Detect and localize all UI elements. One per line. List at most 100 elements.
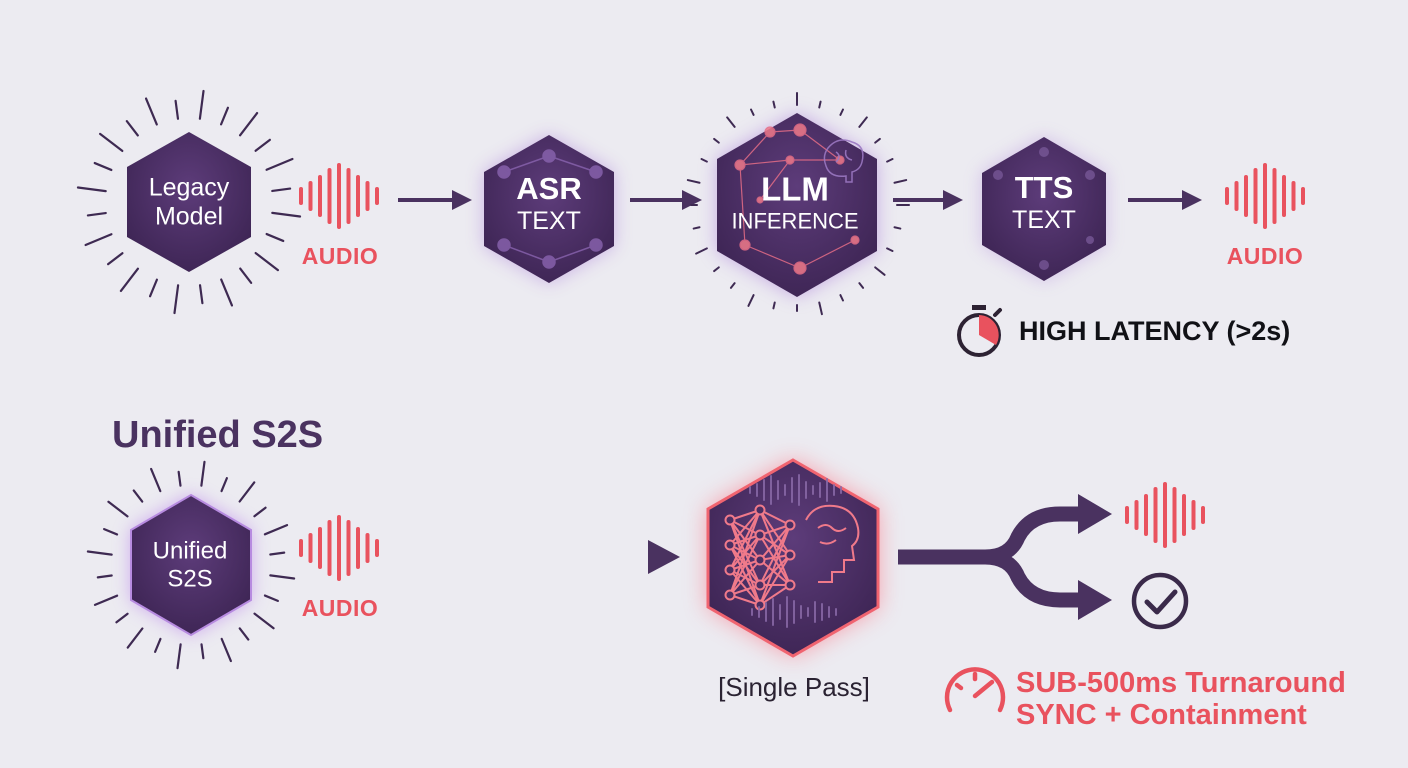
- ray: [858, 116, 868, 128]
- ray: [200, 643, 205, 660]
- ray: [220, 278, 234, 307]
- net-edge: [729, 534, 761, 596]
- ray: [874, 266, 886, 276]
- ray: [886, 158, 894, 163]
- tts-line2: TEXT: [1012, 205, 1076, 234]
- ray: [126, 627, 144, 649]
- ray: [173, 284, 180, 315]
- net-edge: [759, 509, 791, 556]
- input-audio-label: AUDIO: [301, 243, 379, 269]
- ray: [98, 132, 124, 153]
- net-node: [754, 504, 766, 516]
- brain-icon: [823, 139, 864, 183]
- single-pass-label: [Single Pass]: [718, 672, 870, 702]
- net-edge: [759, 554, 791, 606]
- ray: [893, 226, 902, 230]
- ray: [265, 157, 294, 171]
- ray: [200, 460, 206, 487]
- net-node: [754, 529, 766, 541]
- ray: [84, 233, 113, 247]
- ray: [253, 506, 267, 518]
- ray: [700, 158, 708, 163]
- ray: [239, 267, 253, 284]
- ray: [263, 524, 289, 536]
- legacy-rays: [76, 89, 302, 315]
- legacy-model-line1: Legacy: [148, 173, 230, 202]
- net-edge: [729, 519, 761, 606]
- net-edge: [759, 509, 791, 586]
- ray: [219, 106, 230, 126]
- result-line2: SYNC + Containment: [1016, 699, 1307, 731]
- ray: [96, 574, 113, 579]
- net-node: [784, 579, 796, 591]
- ray: [238, 481, 256, 503]
- ray: [818, 301, 823, 316]
- ray: [238, 627, 250, 641]
- net-node: [754, 554, 766, 566]
- net-node: [724, 539, 736, 551]
- net-edge: [759, 524, 791, 586]
- legacy-model-line2: Model: [154, 202, 224, 230]
- ray: [176, 643, 182, 670]
- llm-rays: [686, 92, 910, 316]
- ray: [150, 467, 162, 493]
- ray: [254, 138, 271, 152]
- net-edge: [759, 534, 791, 586]
- unified-model-hexagon: [130, 493, 252, 637]
- output-audio-wave-icon-2: [1125, 482, 1205, 548]
- fork-arrows: [898, 506, 1080, 608]
- ray: [132, 489, 144, 503]
- ray: [858, 282, 865, 289]
- asr-label: ASR TEXT: [516, 171, 581, 235]
- ray: [874, 137, 881, 144]
- output-audio-wave-icon: [1225, 163, 1305, 229]
- unified-rays: [86, 460, 296, 670]
- ray: [76, 186, 107, 193]
- ray: [86, 550, 113, 556]
- net-edge: [729, 509, 761, 596]
- unified-model-label: Unified S2S: [153, 537, 228, 592]
- net-node: [724, 564, 736, 576]
- unified-audio-label: AUDIO: [301, 595, 379, 621]
- ray: [818, 100, 822, 109]
- ray: [154, 637, 162, 653]
- pipeline-arrows: [398, 190, 1202, 210]
- ray: [103, 528, 119, 536]
- llm-label: LLM INFERENCE: [731, 170, 858, 233]
- net-edge: [759, 524, 791, 561]
- net-edge: [759, 559, 791, 586]
- asr-line1: ASR: [516, 170, 582, 206]
- net-edge: [729, 559, 761, 596]
- net-edge: [729, 544, 761, 606]
- ray: [253, 612, 275, 630]
- net-node: [784, 549, 796, 561]
- ray: [692, 226, 701, 230]
- net-edge: [759, 554, 791, 586]
- ray: [115, 612, 129, 624]
- ray: [174, 99, 180, 120]
- ray: [265, 232, 285, 243]
- ray: [772, 301, 776, 310]
- net-edge: [729, 509, 761, 571]
- net-edge: [729, 509, 761, 546]
- asr-network-icon: [497, 149, 603, 269]
- ray: [107, 500, 129, 518]
- ray: [220, 477, 228, 493]
- ray: [93, 594, 119, 606]
- ray: [271, 211, 302, 218]
- tts-line1: TTS: [1014, 169, 1074, 205]
- result-line1: SUB-500ms Turnaround: [1016, 667, 1346, 699]
- tts-hexagon: [982, 137, 1106, 281]
- net-edge: [759, 534, 791, 556]
- tts-label: TTS TEXT: [1012, 170, 1076, 234]
- ray: [271, 187, 292, 193]
- ray: [254, 251, 280, 272]
- legacy-model-label: Legacy Model: [149, 173, 230, 231]
- neural-brain-icon: [724, 504, 860, 611]
- section-title: Unified S2S: [112, 414, 324, 456]
- tts-decor-icon: [993, 147, 1095, 270]
- ray: [839, 108, 844, 116]
- ray: [107, 252, 124, 266]
